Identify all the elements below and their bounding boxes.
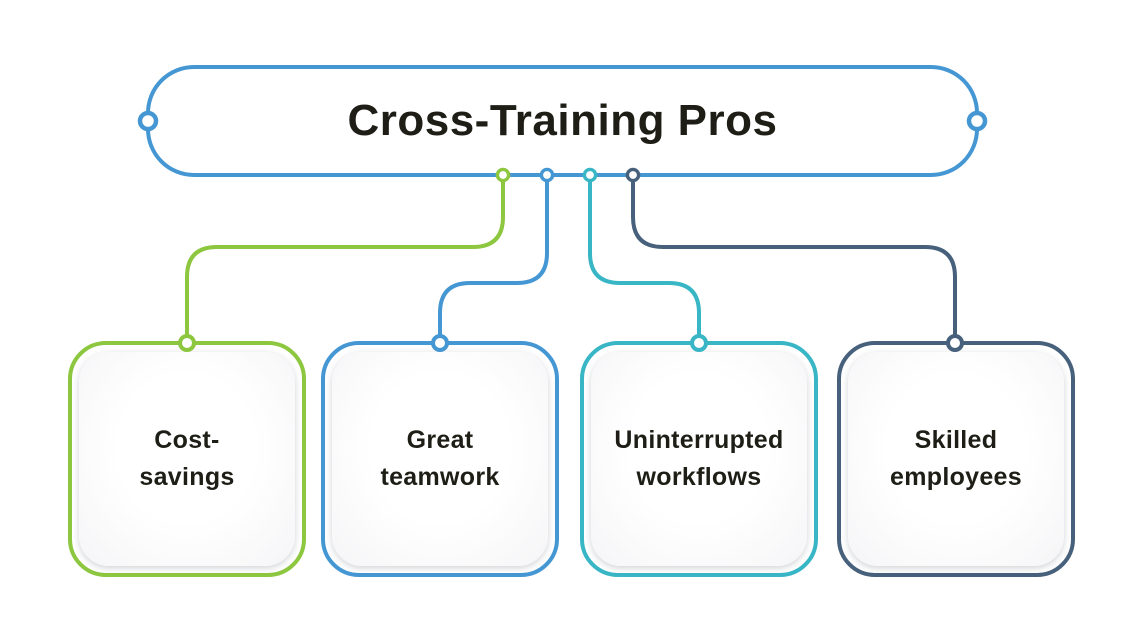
node-cost-savings: Cost- savings (68, 341, 306, 577)
node-label-skilled-employees: Skilled employees (890, 426, 1022, 491)
node-inner-panel (332, 352, 548, 566)
node-inner-panel (79, 352, 295, 566)
root-node-cross-training-pros: Cross-Training Pros (146, 65, 979, 177)
connector-great-teamwork (438, 175, 549, 343)
node-uninterrupted-workflows: Uninterrupted workflows (580, 341, 818, 577)
connector-cost-savings (185, 175, 505, 343)
node-label-cost-savings: Cost- savings (139, 426, 235, 491)
diagram-title: Cross-Training Pros (347, 96, 778, 145)
node-label-uninterrupted-workflows: Uninterrupted workflows (614, 426, 784, 491)
node-great-teamwork: Great teamwork (321, 341, 559, 577)
node-inner-panel (591, 352, 807, 566)
connector-uninterrupted-workflows (588, 175, 701, 343)
node-skilled-employees: Skilled employees (837, 341, 1075, 577)
connector-skilled-employees (631, 175, 957, 343)
node-inner-panel (848, 352, 1064, 566)
node-label-great-teamwork: Great teamwork (380, 426, 500, 491)
